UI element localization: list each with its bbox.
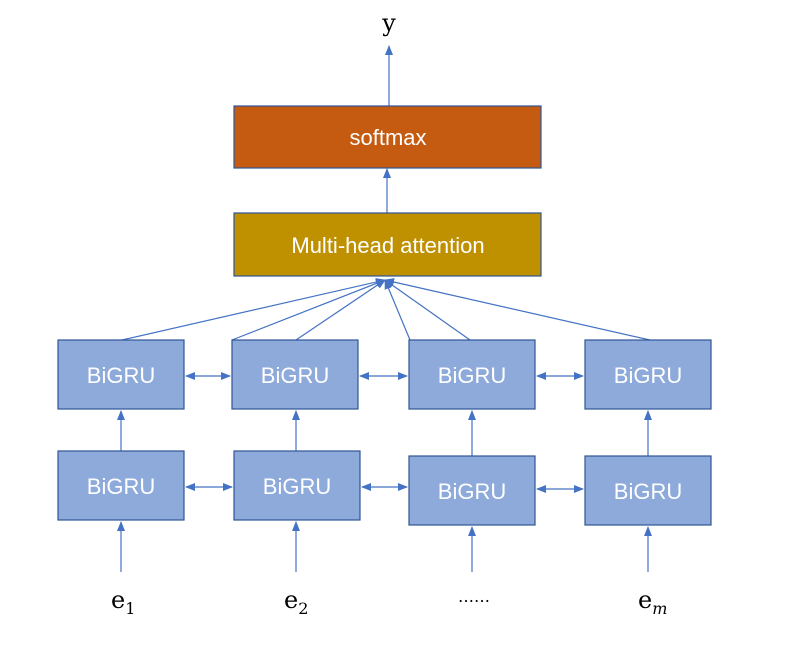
input-label-m: em: [638, 586, 667, 618]
bigru-top-3-label: BiGRU: [438, 363, 506, 388]
attn-line-4a: [384, 278, 651, 341]
bigru-top-4: [584, 339, 712, 410]
bigru-bottom-4-label: BiGRU: [614, 479, 682, 504]
attn-line-1a: [121, 278, 386, 341]
bigru-top-1-label: BiGRU: [87, 363, 155, 388]
attn-line-3a: [384, 279, 411, 341]
output-label: y: [381, 9, 396, 37]
bigru-bottom-1: [57, 450, 185, 521]
bigru-bottom-3: [408, 455, 536, 526]
softmax-label: softmax: [349, 125, 426, 150]
input-label-1: e1: [111, 586, 135, 618]
attn-line-2a: [231, 279, 386, 341]
bigru-top-1: [57, 339, 185, 410]
attention-box: [233, 212, 542, 277]
bigru-top-3: [408, 339, 536, 410]
bigru-bottom-3-label: BiGRU: [438, 479, 506, 504]
bigru-top-2: [231, 339, 359, 410]
attention-label: Multi-head attention: [291, 233, 484, 258]
attn-line-2b: [295, 279, 386, 341]
bigru-top-2-label: BiGRU: [261, 363, 329, 388]
bigru-bottom-2-label: BiGRU: [263, 474, 331, 499]
bigru-bottom-4: [584, 455, 712, 526]
bigru-top-4-label: BiGRU: [614, 363, 682, 388]
input-label-2: e2: [284, 586, 308, 618]
attn-line-3b: [384, 279, 471, 341]
bigru-bottom-2: [233, 450, 361, 521]
input-label-ellipsis: ……: [458, 587, 490, 606]
bigru-bottom-1-label: BiGRU: [87, 474, 155, 499]
